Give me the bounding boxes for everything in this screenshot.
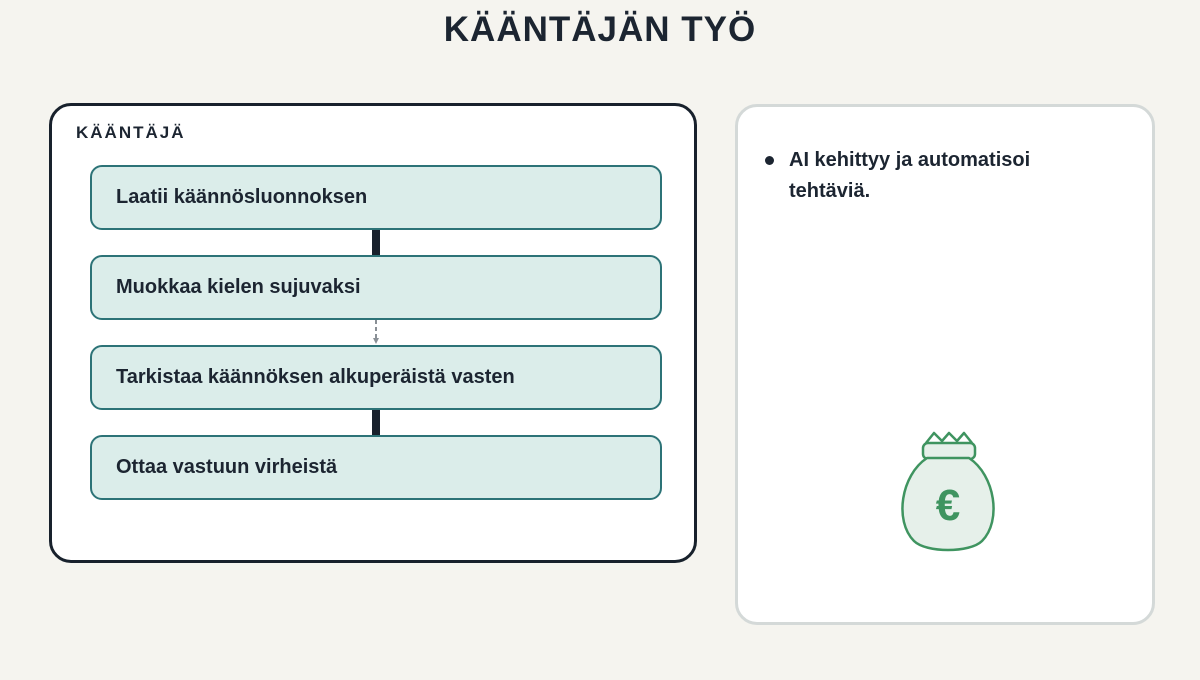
connector-solid-2 <box>372 410 380 435</box>
euro-symbol: € <box>936 481 960 530</box>
ai-panel: AI kehittyy ja automatisoi tehtäviä. € <box>735 104 1155 625</box>
bullet-dot <box>765 156 774 165</box>
step-check-against-source: Tarkistaa käännöksen alkuperäistä vasten <box>90 345 662 410</box>
step-edit-fluency: Muokkaa kielen sujuvaksi <box>90 255 662 320</box>
step-take-responsibility: Ottaa vastuun virheistä <box>90 435 662 500</box>
page-title: KÄÄNTÄJÄN TYÖ <box>443 10 757 49</box>
connector-solid-1 <box>372 230 380 255</box>
connector-dashed <box>373 320 379 344</box>
ai-bullet-item: AI kehittyy ja automatisoi tehtäviä. <box>762 145 1092 207</box>
translator-panel-title: KÄÄNTÄJÄ <box>76 123 186 142</box>
translator-panel: KÄÄNTÄJÄ Laatii käännösluonnoksen Muokka… <box>49 103 697 563</box>
ai-bullet-list: AI kehittyy ja automatisoi tehtäviä. <box>762 145 1092 207</box>
ai-bullet-text: AI kehittyy ja automatisoi tehtäviä. <box>789 149 1031 202</box>
step-draft-translation: Laatii käännösluonnoksen <box>90 165 662 230</box>
money-bag-euro-icon: € <box>901 431 995 552</box>
